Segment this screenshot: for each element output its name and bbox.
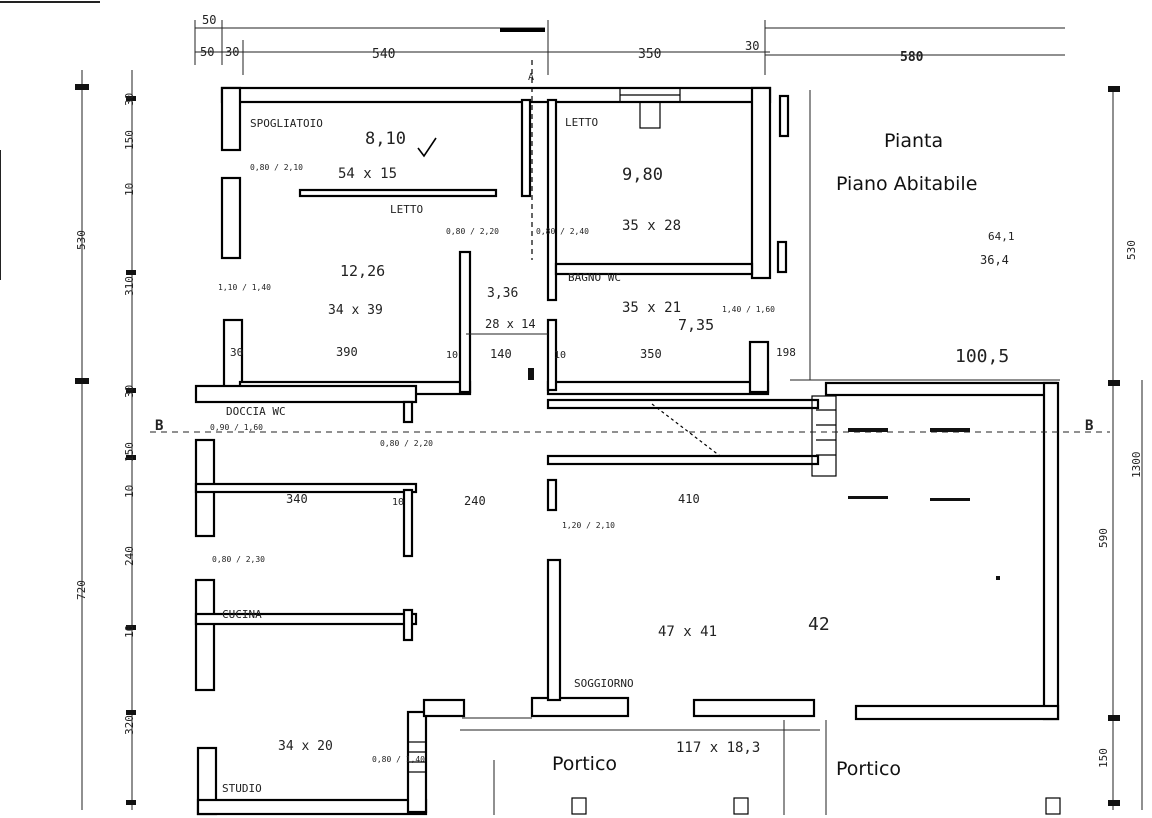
room-spogliatoio-name: SPOGLIATOIO [250, 117, 323, 130]
door-label-9: 0,90 / 1,60 [210, 423, 263, 432]
dim-left-10: 720 [75, 580, 88, 600]
door-label-5: 0,80 / 2,30 [212, 555, 265, 564]
dim-right-4: 150 [1097, 748, 1110, 768]
door-label-6: 1,20 / 2,10 [562, 521, 615, 530]
room-soggiorno-size: 47 x 41 [658, 624, 717, 640]
interior-walls [298, 94, 820, 702]
door-label-8: 1,40 / 1,60 [722, 305, 775, 314]
door-label-4: 1,10 / 1,40 [218, 283, 271, 292]
room-letto-left-size: 34 x 39 [328, 303, 383, 318]
room-bagno-area: 7,35 [678, 316, 714, 334]
room-spogliatoio-size: 54 x 15 [338, 166, 397, 182]
room-bagno-size: 35 x 21 [622, 300, 681, 316]
details [150, 60, 1110, 815]
annotation-total: 100,5 [955, 346, 1009, 367]
dim-inner-4: 340 [286, 492, 308, 506]
left-dimension-ticks [75, 84, 1120, 806]
room-letto-top-area: 9,80 [622, 165, 663, 185]
dim-left-4: 530 [75, 230, 88, 250]
dim-top-5: 350 [638, 47, 661, 62]
portico-left-label: Portico [552, 753, 617, 775]
plan-title-line1: Pianta [884, 130, 943, 152]
dim-left-12: 320 [123, 715, 136, 735]
plan-title-line2: Piano Abitabile [836, 173, 977, 195]
dim-inner-1: 390 [336, 345, 358, 359]
room-soggiorno-area: 42 [808, 614, 830, 635]
top-dimension-lines [0, 1, 1065, 75]
side-dimension-lines [0, 70, 1143, 810]
dim-inner-11: 198 [776, 346, 796, 359]
door-label-7: 0,80 / 1,40 [372, 755, 425, 764]
dim-left-8: 10 [123, 485, 136, 498]
dim-left-5: 310 [123, 276, 136, 296]
dim-inner-3: 350 [640, 347, 662, 361]
room-studio-size: 34 x 20 [278, 739, 333, 754]
door-label-10: 0,80 / 2,20 [380, 439, 433, 448]
dim-left-6: 30 [123, 385, 136, 398]
exterior-walls [194, 86, 1060, 816]
section-marker-left: B [155, 418, 163, 434]
room-spogliatoio-area: 8,10 [365, 129, 406, 149]
dim-top-2: 50 [200, 45, 214, 59]
room-letto-center-name: LETTO [390, 203, 423, 216]
door-label-1: 0,80 / 2,10 [250, 163, 303, 172]
section-arrow-label: A [528, 72, 534, 83]
room-letto-top-name: LETTO [565, 116, 598, 129]
dim-top-7: 580 [900, 50, 924, 65]
room-corridoio-size: 28 x 14 [485, 317, 536, 331]
dim-left-11: 10 [123, 625, 136, 638]
dim-left-9: 240 [123, 546, 136, 566]
door-label-3: 0,80 / 2,40 [536, 227, 589, 236]
dim-inner-2: 140 [490, 347, 512, 361]
portico-right-label: Portico [836, 758, 901, 780]
dim-top-6: 30 [745, 39, 759, 53]
dim-inner-7: 30 [230, 346, 243, 359]
annotation-sub2: 36,4 [980, 253, 1009, 267]
dim-inner-6: 410 [678, 492, 700, 506]
room-studio-name: STUDIO [222, 782, 262, 795]
dim-right-2: 1300 [1130, 452, 1143, 479]
door-label-2: 0,80 / 2,20 [446, 227, 499, 236]
room-letto-top-size: 35 x 28 [622, 218, 681, 234]
dim-inner-10: 10 [392, 497, 404, 508]
room-corridoio-area: 3,36 [487, 286, 518, 301]
dim-top-4: 540 [372, 47, 395, 62]
dim-right-1: 530 [1125, 240, 1138, 260]
dim-right-3: 590 [1097, 528, 1110, 548]
room-letto-left-area: 12,26 [340, 262, 385, 280]
annotation-sub1: 64,1 [988, 230, 1015, 243]
dim-left-7: 150 [123, 442, 136, 462]
dim-top-1: 50 [202, 13, 216, 27]
dim-left-3: 10 [123, 183, 136, 196]
room-cucina-name: CUCINA [222, 608, 262, 621]
dim-left-1: 30 [123, 93, 136, 106]
room-doccia-name: DOCCIA WC [226, 405, 286, 418]
dim-left-2: 150 [123, 130, 136, 150]
portico-size: 117 x 18,3 [676, 740, 760, 756]
room-soggiorno-name: SOGGIORNO [574, 677, 634, 690]
dim-inner-9: 10 [554, 350, 566, 361]
dim-inner-8: 10 [446, 350, 458, 361]
section-marker-right: B [1085, 418, 1093, 434]
dim-top-3: 30 [225, 45, 239, 59]
dim-inner-5: 240 [464, 494, 486, 508]
room-bagno-name: BAGNO WC [568, 271, 621, 284]
